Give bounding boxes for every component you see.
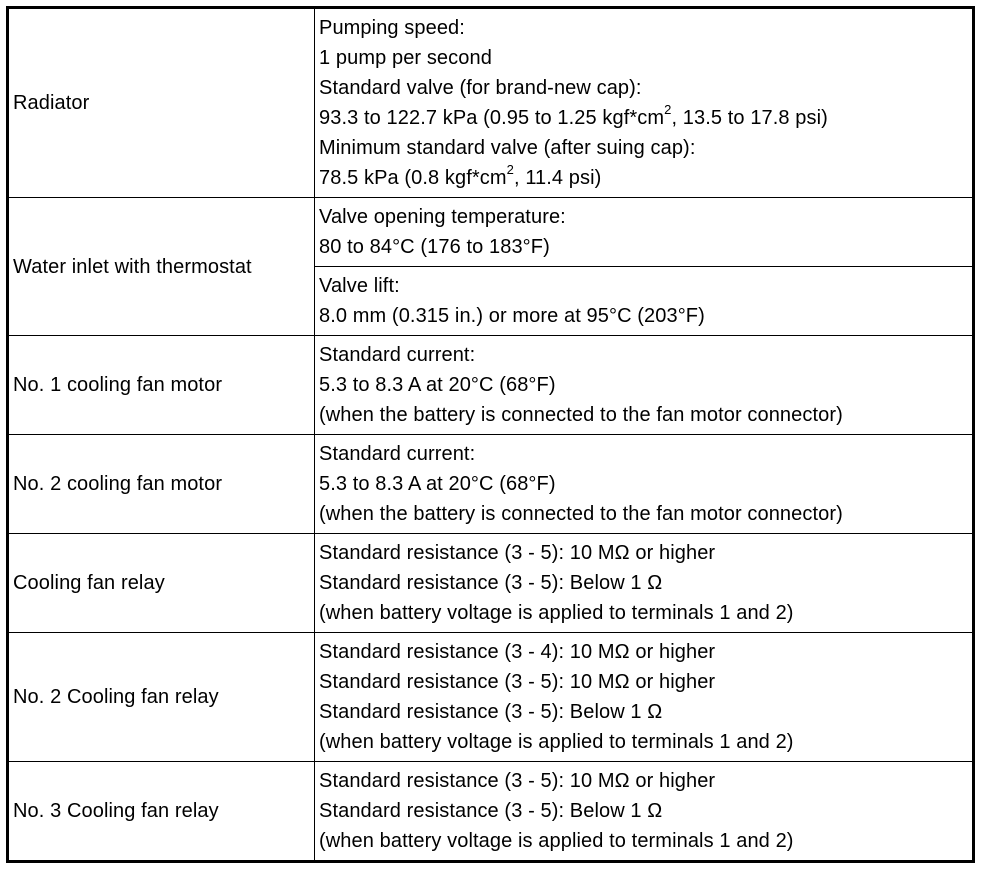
specification-line: Valve lift: bbox=[319, 275, 400, 297]
specification-line: (when battery voltage is applied to term… bbox=[319, 731, 794, 753]
specification-line: (when battery voltage is applied to term… bbox=[319, 602, 794, 624]
specification-line: Standard resistance (3 - 4): 10 MΩ or hi… bbox=[319, 641, 716, 663]
specification-line: Standard resistance (3 - 5): Below 1 Ω bbox=[319, 572, 663, 594]
specification-line: Standard resistance (3 - 5): 10 MΩ or hi… bbox=[319, 671, 716, 693]
specification-line: Standard resistance (3 - 5): Below 1 Ω bbox=[319, 800, 663, 822]
specification-line: 1 pump per second bbox=[319, 47, 492, 69]
specification-line: (when battery voltage is applied to term… bbox=[319, 830, 794, 852]
specification-line: 78.5 kPa (0.8 kgf*cm2, 11.4 psi) bbox=[319, 162, 602, 189]
component-cell: Water inlet with thermostat bbox=[7, 197, 315, 336]
specification-line: 5.3 to 8.3 A at 20°C (68°F) bbox=[319, 374, 556, 396]
specification-line: 5.3 to 8.3 A at 20°C (68°F) bbox=[319, 473, 556, 495]
specification-line: Standard valve (for brand-new cap): bbox=[319, 77, 642, 99]
specification-line: Standard resistance (3 - 5): 10 MΩ or hi… bbox=[319, 542, 716, 564]
specification-cell: Valve lift: 8.0 mm (0.315 in.) or more at… bbox=[314, 266, 974, 336]
specification-line: Standard current: bbox=[319, 443, 476, 465]
specification-line: (when the battery is connected to the fa… bbox=[319, 404, 843, 426]
specification-line: Valve opening temperature: bbox=[319, 206, 566, 228]
specification-cell: Valve opening temperature: 80 to 84°C (17… bbox=[314, 197, 974, 267]
superscript: 2 bbox=[664, 102, 672, 118]
specification-line: Standard resistance (3 - 5): 10 MΩ or hi… bbox=[319, 770, 716, 792]
specification-line: 8.0 mm (0.315 in.) or more at 95°C (203°… bbox=[319, 305, 705, 327]
component-cell: Radiator bbox=[7, 7, 315, 198]
specification-line: Standard resistance (3 - 5): Below 1 Ω bbox=[319, 701, 663, 723]
component-cell: No. 1 cooling fan motor bbox=[7, 335, 315, 435]
specification-line: Pumping speed: bbox=[319, 17, 465, 39]
specification-line: (when the battery is connected to the fa… bbox=[319, 503, 843, 525]
component-cell: No. 2 Cooling fan relay bbox=[7, 632, 315, 762]
specification-line: Minimum standard valve (after suing cap)… bbox=[319, 137, 696, 159]
specification-cell: Standard resistance (3 - 5): 10 MΩ or hi… bbox=[314, 761, 974, 862]
specification-line: 80 to 84°C (176 to 183°F) bbox=[319, 236, 550, 258]
specification-cell: Standard resistance (3 - 4): 10 MΩ or hi… bbox=[314, 632, 974, 762]
component-cell: Cooling fan relay bbox=[7, 533, 315, 633]
component-cell: No. 3 Cooling fan relay bbox=[7, 761, 315, 862]
specification-cell: Standard current: 5.3 to 8.3 A at 20°C (6… bbox=[314, 434, 974, 534]
table-row: Valve lift: 8.0 mm (0.315 in.) or more at… bbox=[8, 266, 974, 336]
specification-line: Standard current: bbox=[319, 344, 476, 366]
specification-cell: Standard resistance (3 - 5): 10 MΩ or hi… bbox=[314, 533, 974, 633]
specification-cell: Standard current: 5.3 to 8.3 A at 20°C (6… bbox=[314, 335, 974, 435]
specification-line: 93.3 to 122.7 kPa (0.95 to 1.25 kgf*cm2,… bbox=[319, 102, 828, 129]
component-cell: No. 2 cooling fan motor bbox=[7, 434, 315, 534]
superscript: 2 bbox=[506, 162, 514, 178]
